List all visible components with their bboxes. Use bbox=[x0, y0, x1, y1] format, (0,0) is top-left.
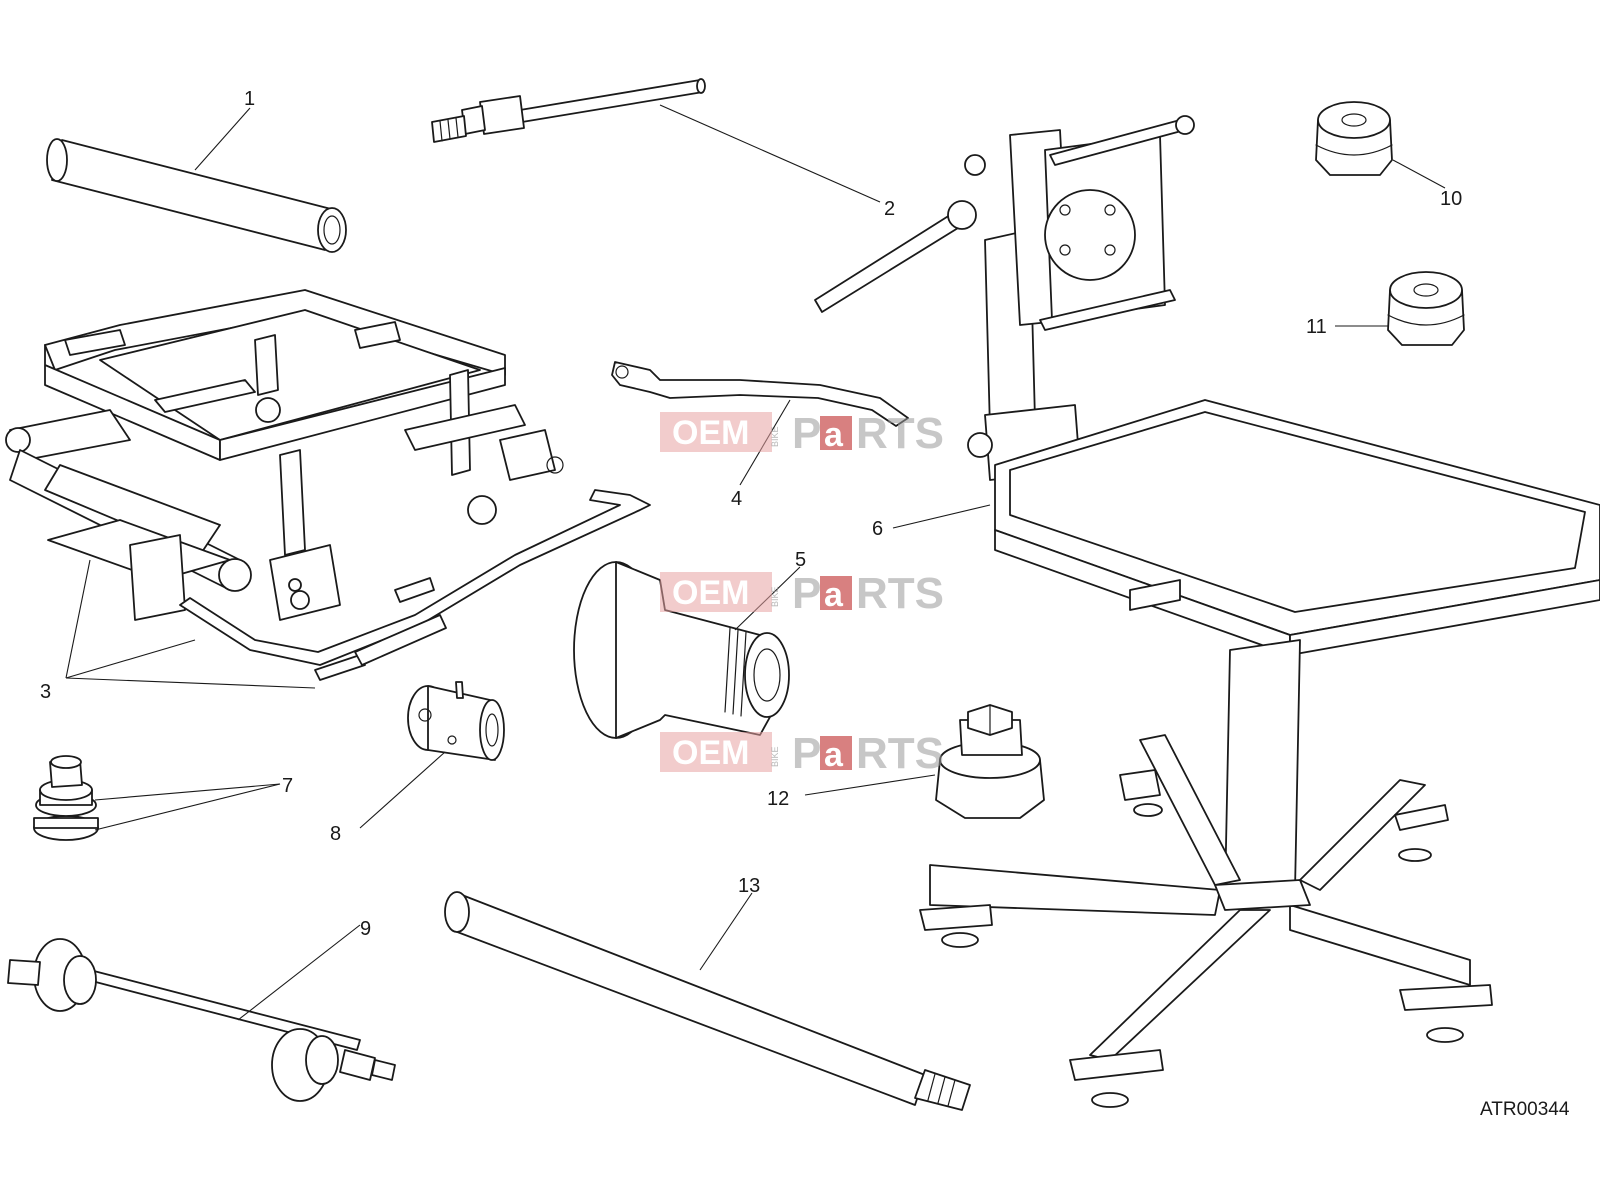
watermark-left: OEM bbox=[672, 734, 749, 772]
watermark-right-2: a bbox=[824, 576, 844, 614]
watermark-right-3: RTS bbox=[856, 729, 944, 778]
callout-9: 9 bbox=[360, 918, 371, 940]
part-3-jack bbox=[5, 289, 651, 681]
callout-2: 2 bbox=[884, 198, 895, 220]
part-2-rod bbox=[431, 78, 706, 143]
callout-10: 10 bbox=[1440, 188, 1462, 210]
callout-1: 1 bbox=[244, 88, 255, 110]
part-13-bar bbox=[444, 891, 971, 1111]
watermark-right-3: RTS bbox=[856, 409, 944, 458]
watermark-left: OEM bbox=[672, 574, 749, 612]
part-7-adapter bbox=[33, 755, 99, 841]
callout-3: 3 bbox=[40, 681, 51, 703]
part-4-wrench bbox=[611, 361, 909, 427]
watermark-right-1: P bbox=[792, 569, 821, 618]
callout-7: 7 bbox=[282, 775, 293, 797]
callout-labels: 1 2 3 4 5 6 7 8 9 10 11 12 13 bbox=[40, 88, 1462, 940]
watermark-right-3: RTS bbox=[856, 569, 944, 618]
drawing-code: ATR00344 bbox=[1480, 1099, 1570, 1120]
watermark-2: OEM BIKE P a RTS bbox=[660, 569, 944, 618]
watermark-1: OEM BIKE P a RTS bbox=[660, 409, 944, 458]
callout-13: 13 bbox=[738, 875, 760, 897]
part-11-bushing bbox=[1387, 271, 1465, 346]
watermark-middle: BIKE bbox=[770, 746, 780, 767]
part-12-socket bbox=[935, 704, 1045, 819]
callout-5: 5 bbox=[795, 549, 806, 571]
watermark-3: OEM BIKE P a RTS bbox=[660, 729, 944, 778]
callout-6: 6 bbox=[872, 518, 883, 540]
part-1-tube bbox=[46, 138, 347, 253]
part-8-sleeve bbox=[407, 681, 505, 761]
watermark-right-2: a bbox=[824, 416, 844, 454]
part-10-bushing bbox=[1315, 101, 1393, 176]
part-9-puller bbox=[7, 938, 396, 1102]
part-6-stand bbox=[814, 115, 1600, 1108]
watermark-right-1: P bbox=[792, 409, 821, 458]
callout-4: 4 bbox=[731, 488, 742, 510]
part-5-sleeve bbox=[573, 561, 790, 739]
watermark-right-1: P bbox=[792, 729, 821, 778]
callout-8: 8 bbox=[330, 823, 341, 845]
watermark-left: OEM bbox=[672, 414, 749, 452]
leader-lines bbox=[65, 104, 1446, 1021]
watermark-right-2: a bbox=[824, 736, 844, 774]
callout-11: 11 bbox=[1306, 316, 1327, 338]
callout-12: 12 bbox=[767, 788, 789, 810]
watermark-middle: BIKE bbox=[770, 426, 780, 447]
watermark-middle: BIKE bbox=[770, 586, 780, 607]
